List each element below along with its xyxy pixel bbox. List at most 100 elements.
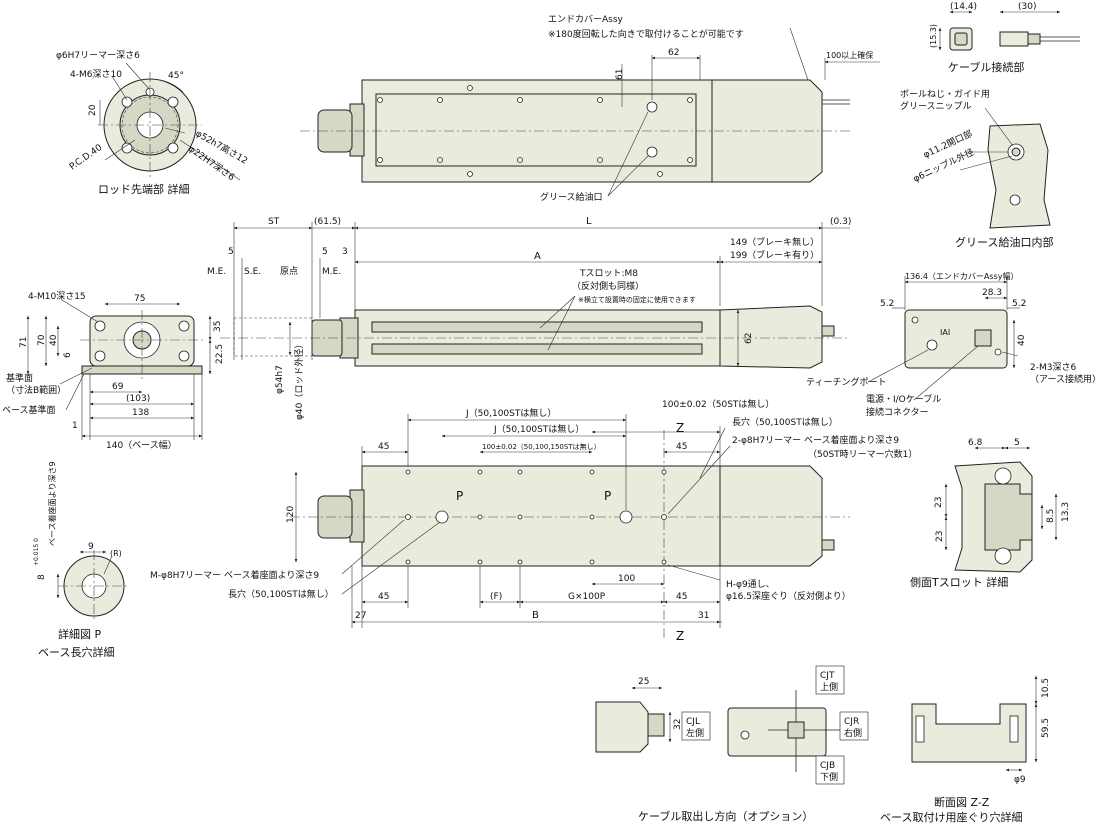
me2-label: M.E. <box>322 267 341 277</box>
dim-100-tol-label: 100±0.02（50STは無し） <box>662 398 774 410</box>
pcd-circle <box>121 96 179 154</box>
bottom-hole <box>589 469 595 475</box>
cjl-box <box>681 711 711 741</box>
dim-136-4-label: 136.4（エンドカバーAssy幅） <box>905 271 1018 281</box>
rod-tap-hole <box>167 142 179 154</box>
leader <box>607 111 649 197</box>
dim-40-label: 40 <box>49 334 59 346</box>
dim-25-label: 25 <box>638 677 649 687</box>
dim-103-label: (103) <box>126 394 150 404</box>
leader <box>61 299 99 323</box>
cjt-label: CJT <box>820 671 835 681</box>
dim-120-label: 120 <box>286 506 296 523</box>
p-mark-2: P <box>604 489 611 503</box>
screw <box>377 97 383 103</box>
screw <box>437 157 443 163</box>
cjt-side: 上側 <box>820 681 838 693</box>
side-connector <box>821 325 835 337</box>
phi54-label: φ54h7 <box>275 365 285 394</box>
rod-label-angle: 45° <box>168 71 184 81</box>
bottom-hole <box>589 514 595 520</box>
dim-G-label: G×100P <box>568 592 606 602</box>
slot-p <box>435 510 449 524</box>
actuator-table <box>375 93 697 167</box>
grease-detail-title: グリース給油口内部 <box>955 235 1053 249</box>
dim-62-side-label: 62 <box>744 333 754 344</box>
zz-section-body <box>911 703 1027 763</box>
screw <box>467 171 473 177</box>
tslot-label-1: Tスロット:M8 <box>579 269 638 279</box>
front-view: 4-M10深さ15 75 71 70 40 6 35 22.5 基準面 （寸法B… <box>2 291 225 451</box>
leader <box>699 427 726 479</box>
dim-30-label: (30) <box>1018 2 1036 12</box>
slot-p <box>619 510 633 524</box>
dim-8-label: 8 <box>37 574 47 580</box>
m3-hole <box>911 316 919 324</box>
dim-23b-label: 23 <box>935 531 945 542</box>
end-view: IAI 136.4（エンドカバーAssy幅） 5.2 28.3 5.2 40 2… <box>806 271 1101 418</box>
leader <box>103 555 113 575</box>
screw <box>467 85 473 91</box>
leader <box>179 139 241 181</box>
leader <box>913 345 979 401</box>
screw <box>657 171 663 177</box>
option-connector <box>787 721 805 739</box>
dim-28-3-label: 28.3 <box>982 288 1002 298</box>
section-z-top: Z <box>676 421 684 435</box>
option-port <box>740 730 750 740</box>
leader <box>867 349 929 383</box>
dim-140-label: 140（ベース幅） <box>106 439 177 451</box>
grease-port-label: グリース給油口 <box>540 191 603 203</box>
connector-plug <box>1027 33 1041 45</box>
dim-5-label: 5 <box>1014 438 1020 448</box>
dim-5a-label: 5 <box>228 247 234 257</box>
bottom-motor <box>719 465 823 567</box>
bottom-hole <box>477 559 483 565</box>
leader <box>111 75 128 101</box>
detail-p: 8 +0.015 0 ベース着座面より深さ9 9 (R) 詳細図 P ベース長穴… <box>33 461 130 659</box>
bottom-hole <box>477 514 483 520</box>
radius-label: (R) <box>110 549 122 558</box>
leader <box>59 367 93 385</box>
tslot-detail-title: 側面Tスロット 詳細 <box>910 575 1008 589</box>
bottom-hole <box>517 469 523 475</box>
front-tap <box>178 320 190 332</box>
tslot-lower <box>371 343 703 355</box>
cjb-side: 下側 <box>820 771 838 783</box>
slot2-label: 長穴（50,100STは無し） <box>228 588 334 600</box>
side-view: ST (61.5) L (0.3) 5 5 3 M.E. S.E. 原点 M.E… <box>207 216 851 420</box>
tslot-upper <box>371 321 703 333</box>
bottom-hole <box>405 559 411 565</box>
dim-45d-label: 45 <box>676 592 687 602</box>
dim-70-label: 70 <box>37 334 47 346</box>
screw <box>437 97 443 103</box>
reamer-hole <box>405 514 411 520</box>
leader <box>547 295 576 351</box>
rod-label-reamer: φ6H7リーマー深さ6 <box>56 50 140 61</box>
dim-100-b-label: 100±0.02（50,100,150STは無し） <box>482 442 601 451</box>
screw <box>517 97 523 103</box>
grease-port <box>646 146 658 158</box>
section-z-bottom: Z <box>676 629 684 643</box>
bottom-hole <box>517 514 523 520</box>
teaching-port-label: ティーチングポート <box>806 376 886 388</box>
tslot-bore <box>994 467 1012 485</box>
iai-logo: IAI <box>940 328 950 337</box>
dim-61-5-label: (61.5) <box>314 217 341 227</box>
cable-connection-detail: (14.4) (30) (15.3) ケーブル接続部 <box>929 2 1080 74</box>
side-motor <box>719 305 823 369</box>
option-side-plug <box>647 713 665 737</box>
rod-label-pcd: P.C.D.40 <box>68 143 104 173</box>
dim-14-4-label: (14.4) <box>950 2 977 12</box>
dim-st-label: ST <box>268 217 280 227</box>
kijun-label-2: （寸法B範囲） <box>6 384 66 396</box>
phi40-label: φ40（ロッド外径） <box>293 340 305 420</box>
dim-5b-label: 5 <box>322 247 328 257</box>
leader <box>984 107 1014 147</box>
leader <box>341 521 441 595</box>
screw <box>687 157 693 163</box>
me1-label: M.E. <box>207 267 226 277</box>
teaching-port <box>926 339 938 351</box>
dim-75-label: 75 <box>134 294 145 304</box>
